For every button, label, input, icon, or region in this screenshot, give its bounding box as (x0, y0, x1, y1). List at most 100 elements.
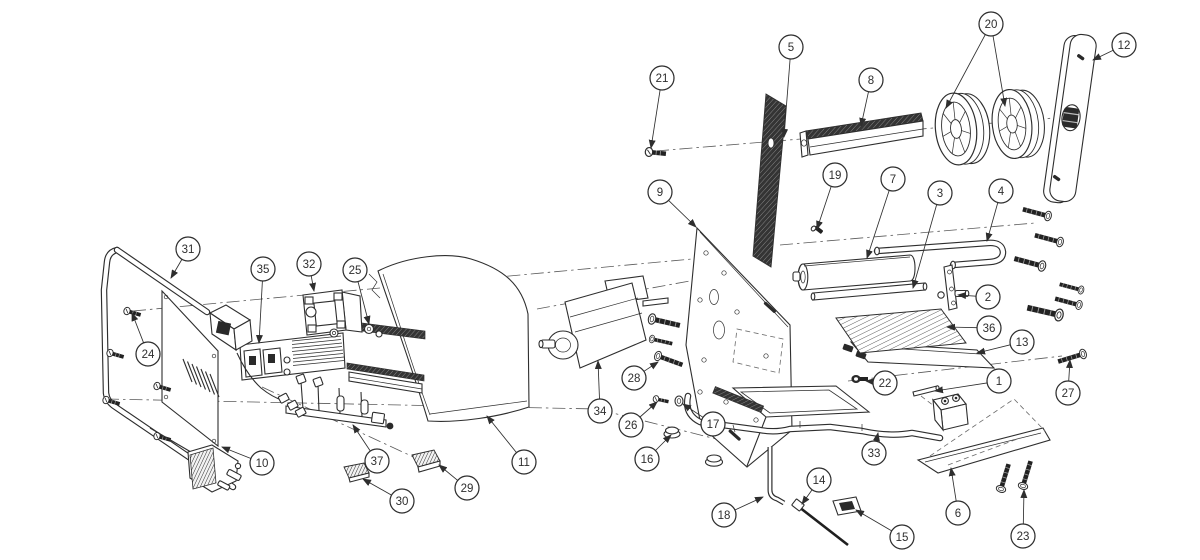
washer-17 (674, 395, 684, 407)
callout-balloon-20 (978, 11, 1004, 37)
callout-number-1: 1 (996, 376, 1002, 388)
callout-balloon-37 (364, 448, 390, 474)
callout-balloon-13 (1009, 329, 1035, 355)
rod (810, 282, 928, 301)
callout-number-25: 25 (349, 265, 362, 277)
callout-15: 15 (855, 509, 915, 550)
callout-leader-14 (801, 489, 813, 505)
callout-27: 27 (1055, 359, 1081, 406)
callout-number-15: 15 (896, 532, 909, 544)
callout-balloon-33 (861, 440, 887, 466)
callout-balloon-3 (927, 180, 953, 206)
callout-leader-20 (945, 34, 986, 109)
seat-frame (712, 385, 871, 467)
callout-number-37: 37 (371, 456, 384, 468)
callout-leader-2 (957, 292, 977, 300)
callout-number-9: 9 (657, 187, 663, 199)
callout-36: 36 (946, 315, 1002, 341)
screw-25 (363, 323, 383, 338)
rubber-foot-rear (704, 454, 724, 467)
screw-21 (644, 146, 668, 159)
callout-leader-30 (362, 478, 392, 496)
callout-balloon-7 (880, 166, 906, 192)
callout-19: 19 (816, 162, 848, 230)
callout-balloon-30 (389, 488, 415, 514)
callout-balloon-19 (822, 162, 848, 188)
main-cover (345, 255, 530, 422)
callout-32: 32 (296, 251, 322, 292)
side-panel (161, 289, 220, 448)
callout-number-28: 28 (628, 373, 641, 385)
callout-balloon-6 (945, 500, 971, 526)
callout-leader-37 (352, 424, 371, 452)
callout-balloon-5 (778, 34, 804, 60)
callout-7: 7 (866, 166, 906, 259)
callout-22: 22 (865, 370, 898, 396)
callout-leader-10 (221, 446, 252, 459)
callout-leader-15 (855, 509, 892, 532)
callout-6: 6 (945, 467, 971, 526)
connector-30 (343, 462, 370, 483)
callout-leader-20 (992, 35, 1008, 107)
screws-28 (646, 312, 685, 370)
callout-leader-4 (985, 202, 999, 242)
callout-balloon-11 (511, 449, 537, 475)
callout-leader-5 (781, 58, 791, 138)
callout-leader-12 (1092, 49, 1114, 61)
callout-balloon-25 (342, 257, 368, 283)
callout-1: 1 (934, 368, 1012, 394)
screw-19 (810, 225, 823, 234)
control-board (239, 332, 346, 381)
callout-leader-21 (648, 89, 661, 149)
nut-22 (851, 375, 868, 383)
callout-leader-27 (1066, 359, 1073, 382)
callout-leader-17 (682, 403, 704, 418)
callout-number-26: 26 (625, 420, 638, 432)
power-plug (149, 427, 242, 493)
callout-number-4: 4 (998, 186, 1005, 198)
callout-29: 29 (438, 464, 480, 501)
callout-leader-23 (1020, 489, 1028, 525)
callout-number-10: 10 (256, 458, 269, 470)
callout-number-16: 16 (641, 454, 654, 466)
drip-tray (916, 398, 1051, 474)
callout-13: 13 (976, 329, 1035, 355)
callout-11: 11 (486, 415, 537, 475)
callout-number-22: 22 (879, 378, 892, 390)
callout-35: 35 (250, 256, 276, 344)
callout-balloon-17 (700, 411, 726, 437)
trim-strip (752, 93, 787, 268)
callout-30: 30 (362, 478, 415, 514)
callout-balloon-16 (634, 446, 660, 472)
cover-rail-bottom (346, 362, 425, 394)
callout-balloon-4 (988, 178, 1014, 204)
callout-number-5: 5 (788, 42, 794, 54)
callout-balloon-14 (806, 467, 832, 493)
callout-balloon-2 (975, 284, 1001, 310)
pulley-wheel-right (988, 85, 1049, 162)
callout-number-35: 35 (257, 264, 270, 276)
callout-18: 18 (711, 496, 764, 528)
callout-number-36: 36 (983, 323, 996, 335)
callout-24: 24 (131, 312, 161, 367)
callout-leader-24 (131, 312, 144, 343)
callout-number-18: 18 (718, 510, 731, 522)
callout-balloon-8 (858, 67, 884, 93)
callout-2: 2 (957, 284, 1001, 310)
power-inlet (208, 304, 253, 352)
hex-key (767, 447, 786, 506)
callout-21: 21 (648, 65, 675, 149)
callout-10: 10 (221, 446, 275, 476)
heatsink-fins (291, 335, 345, 366)
callout-leader-9 (668, 200, 697, 228)
callout-balloon-31 (175, 236, 201, 262)
callout-balloon-21 (649, 65, 675, 91)
callout-number-20: 20 (985, 19, 998, 31)
callout-balloon-32 (296, 251, 322, 277)
callout-leader-28 (643, 361, 659, 372)
heater-bar (799, 112, 924, 158)
callout-number-34: 34 (594, 406, 607, 418)
callout-number-32: 32 (303, 259, 316, 271)
